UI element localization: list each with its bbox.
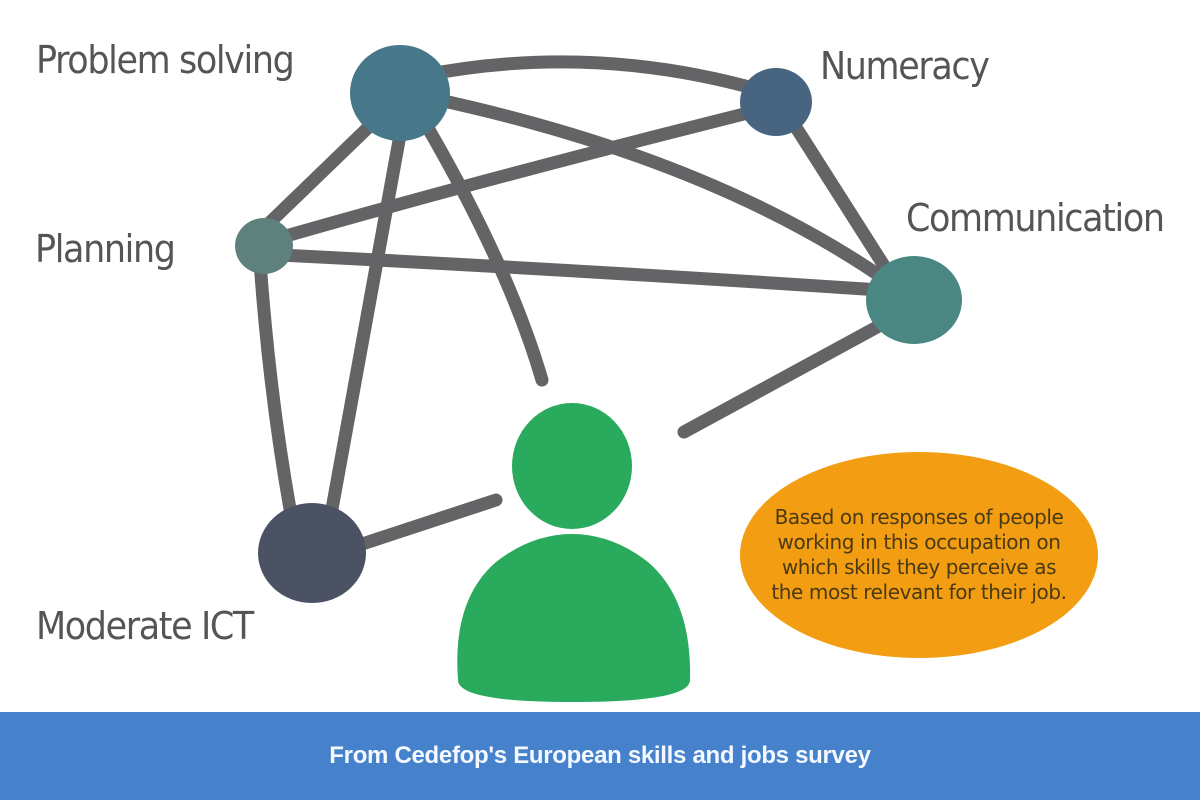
edge-ict-person	[343, 493, 503, 555]
person-head	[512, 403, 632, 529]
label-communication: Communication	[906, 196, 1165, 240]
edge-numeracy-planning	[265, 103, 767, 247]
node-problem-solving	[350, 45, 450, 141]
note-bubble: Based on responses of people working in …	[740, 452, 1098, 658]
node-communication	[866, 256, 962, 344]
edge-problem-communication	[423, 91, 907, 297]
edge-numeracy-communication	[783, 111, 895, 279]
skills-network-diagram	[235, 45, 962, 702]
note-text: Based on responses of people working in …	[771, 505, 1067, 604]
edge-problem-planning	[255, 111, 385, 237]
node-numeracy	[740, 68, 812, 136]
person-icon	[457, 403, 691, 702]
label-problem-solving: Problem solving	[36, 38, 295, 82]
footer-banner: From Cedefop's European skills and jobs …	[0, 712, 1200, 800]
edge-communication-person	[677, 313, 897, 439]
edge-problem-ict	[323, 117, 409, 527]
edge-planning-communication	[273, 248, 887, 297]
edge-problem-numeracy	[413, 55, 767, 97]
edge-planning-ict	[253, 255, 299, 527]
node-moderate-ict	[258, 503, 366, 603]
label-planning: Planning	[35, 227, 176, 271]
node-planning	[235, 218, 293, 274]
label-moderate-ict: Moderate ICT	[36, 604, 254, 648]
footer-text: From Cedefop's European skills and jobs …	[329, 742, 871, 769]
label-numeracy: Numeracy	[820, 44, 990, 88]
person-body	[457, 534, 691, 702]
